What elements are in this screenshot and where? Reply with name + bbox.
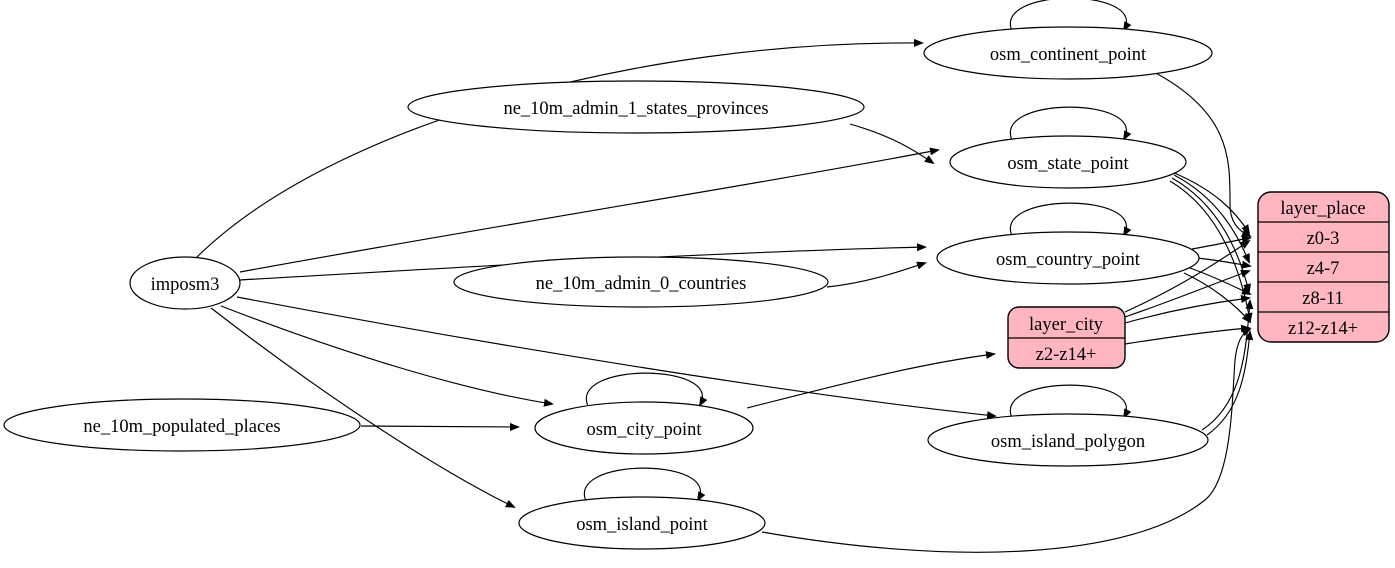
node-layer-place: layer_place z0-3 z4-7 z8-11 z12-z14+	[1257, 191, 1390, 343]
node-ne-10m-admin-1-states-provinces-shape	[407, 80, 865, 134]
node-layer-city-title: layer_city	[1029, 315, 1104, 335]
edge-ne-10m-admin-1-states-provinces-to-osm-state-point	[849, 123, 935, 165]
edge-ne-10m-admin-0-countries-to-osm-country-point	[826, 261, 927, 288]
layer-place-row-z8-11: z8-11	[1302, 289, 1343, 309]
edge-osm-island-polygon-to-layer-place-z8-11	[1201, 299, 1254, 431]
edge-osm-continent-point-to-layer-place-z0-3	[1149, 69, 1252, 237]
edge-osm-island-polygon-to-layer-place-z12-z14	[1206, 330, 1254, 436]
edge-imposm3-to-osm-state-point	[239, 147, 940, 273]
node-ne-10m-populated-places: ne_10m_populated_places	[3, 398, 361, 452]
edge-osm-state-point-to-layer-place-z0-3	[1171, 171, 1251, 235]
edge-imposm3-to-osm-island-point	[210, 307, 516, 508]
node-osm-continent-point: osm_continent_point	[923, 26, 1213, 80]
node-imposm3: imposm3	[129, 256, 241, 310]
layer-place-row-z12-z14: z12-z14+	[1288, 319, 1358, 339]
node-osm-island-polygon-shape	[927, 413, 1209, 467]
edge-layer-city-to-layer-place-z4-7	[1124, 269, 1251, 318]
node-osm-country-point-shape	[936, 231, 1200, 285]
self-loop-osm-continent-point	[1009, 0, 1132, 34]
node-layer-place-title: layer_place	[1280, 199, 1365, 219]
node-ne-10m-admin-0-countries: ne_10m_admin_0_countries	[453, 256, 829, 308]
node-ne-10m-admin-1-states-provinces-label: ne_10m_admin_1_states_provinces	[503, 99, 768, 119]
layer-place-row-z4-7: z4-7	[1307, 259, 1340, 279]
node-osm-island-polygon: osm_island_polygon	[927, 413, 1209, 467]
edge-imposm3-to-osm-island-polygon	[236, 296, 997, 420]
edge-imposm3-to-osm-continent-point	[195, 38, 924, 259]
edge-imposm3-to-osm-city-point	[220, 305, 554, 407]
node-osm-state-point-label: osm_state_point	[1007, 154, 1129, 174]
edge-osm-country-point-to-layer-place-z0-3	[1191, 235, 1252, 250]
edge-osm-city-point-to-layer-city-z2-z14	[746, 351, 996, 409]
edge-ne-10m-populated-places-to-osm-city-point	[360, 422, 520, 431]
node-ne-10m-admin-0-countries-shape	[453, 256, 829, 308]
edge-layer-city-to-layer-place-z12-z14	[1124, 324, 1251, 345]
edge-osm-state-point-to-layer-place-z8-11	[1171, 177, 1251, 294]
node-osm-city-point-label: osm_city_point	[586, 420, 702, 440]
node-osm-city-point-shape	[534, 401, 754, 455]
node-ne-10m-populated-places-shape	[3, 398, 361, 452]
node-imposm3-shape	[129, 256, 241, 310]
node-osm-country-point: osm_country_point	[936, 231, 1200, 285]
node-layer-place-box	[1257, 191, 1390, 343]
edge-layer-city-to-layer-place-z0-3	[1124, 239, 1251, 313]
node-osm-continent-point-shape	[923, 26, 1213, 80]
node-osm-state-point: osm_state_point	[949, 135, 1187, 189]
node-ne-10m-populated-places-label: ne_10m_populated_places	[83, 417, 280, 437]
layer-city-row-z2-z14: z2-z14+	[1036, 345, 1097, 365]
node-ne-10m-admin-0-countries-label: ne_10m_admin_0_countries	[536, 274, 747, 294]
edge-layer-city-to-layer-place-z8-11	[1124, 295, 1251, 324]
edge-osm-island-point-to-layer-place-z12-z14	[761, 328, 1252, 553]
layer-place-row-z0-3: z0-3	[1307, 229, 1340, 249]
self-loop-osm-country-point	[1009, 202, 1132, 239]
self-loop-osm-state-point	[1009, 106, 1132, 143]
self-loop-osm-city-point	[585, 372, 708, 409]
self-loop-osm-island-point	[583, 467, 706, 504]
node-imposm3-label: imposm3	[151, 275, 220, 295]
edge-osm-country-point-to-layer-place-z8-11	[1189, 267, 1252, 295]
node-osm-island-polygon-label: osm_island_polygon	[991, 432, 1145, 452]
node-osm-country-point-label: osm_country_point	[996, 250, 1141, 270]
edge-osm-country-point-to-layer-place-z4-7	[1196, 257, 1252, 269]
node-osm-continent-point-label: osm_continent_point	[990, 45, 1147, 65]
node-osm-city-point: osm_city_point	[534, 401, 754, 455]
node-osm-state-point-shape	[949, 135, 1187, 189]
self-loop-osm-island-polygon	[1009, 384, 1132, 421]
edge-osm-state-point-to-layer-place-z4-7	[1173, 174, 1250, 264]
node-osm-island-point-shape	[518, 496, 766, 550]
node-osm-island-point: osm_island_point	[518, 496, 766, 550]
node-ne-10m-admin-1-states-provinces: ne_10m_admin_1_states_provinces	[407, 80, 865, 134]
node-layer-city: layer_city z2-z14+	[1007, 306, 1126, 369]
node-osm-island-point-label: osm_island_point	[576, 515, 708, 535]
